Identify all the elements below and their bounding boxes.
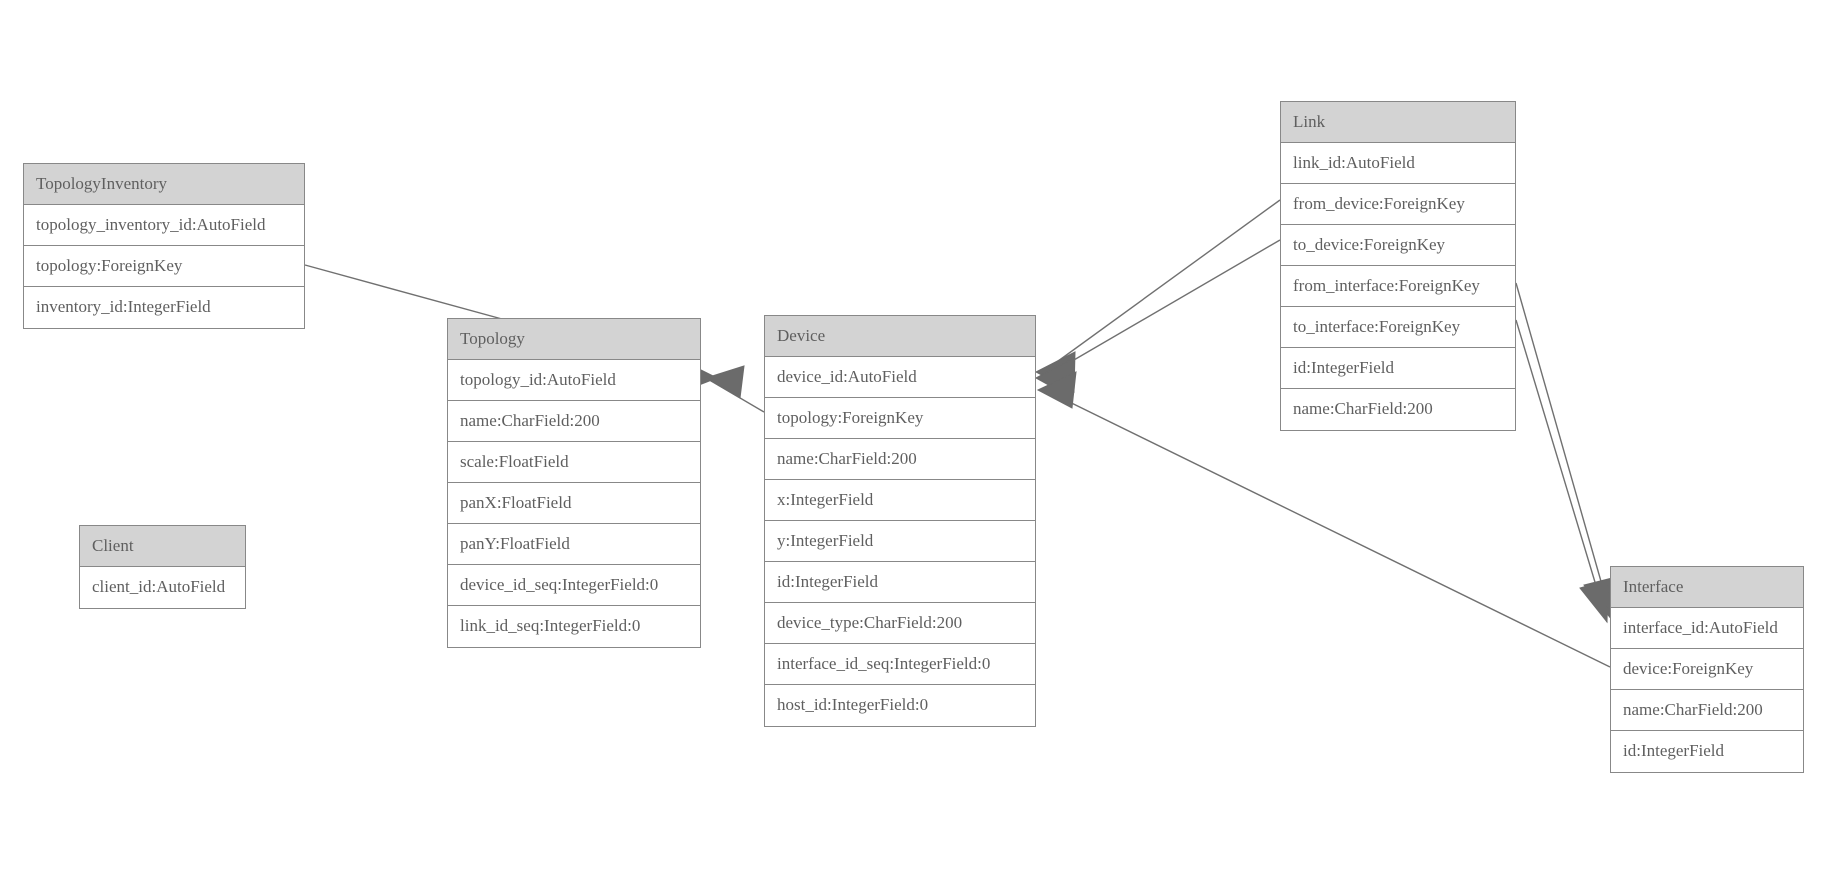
entity-field: client_id:AutoField: [80, 567, 245, 608]
entity-field: x:IntegerField: [765, 480, 1035, 521]
relation-link-to-device: [1034, 239, 1281, 399]
entity-field: interface_id:AutoField: [1611, 608, 1803, 649]
entity-title-client: Client: [80, 526, 245, 567]
entity-field: topology_inventory_id:AutoField: [24, 205, 304, 246]
entity-field: host_id:IntegerField:0: [765, 685, 1035, 726]
relation-link-from-device: [1034, 199, 1281, 393]
entity-field: id:IntegerField: [1281, 348, 1515, 389]
entity-field: id:IntegerField: [765, 562, 1035, 603]
entity-field: topology:ForeignKey: [765, 398, 1035, 439]
entity-title-interface: Interface: [1611, 567, 1803, 608]
entity-field: link_id_seq:IntegerField:0: [448, 606, 700, 647]
entity-field: panX:FloatField: [448, 483, 700, 524]
entity-field: to_interface:ForeignKey: [1281, 307, 1515, 348]
entity-field: panY:FloatField: [448, 524, 700, 565]
entity-field: interface_id_seq:IntegerField:0: [765, 644, 1035, 685]
entity-field: device_id_seq:IntegerField:0: [448, 565, 700, 606]
entity-title-link: Link: [1281, 102, 1515, 143]
entity-title-topology_inventory: TopologyInventory: [24, 164, 304, 205]
relation-line: [1515, 282, 1613, 621]
relation-line: [705, 377, 765, 413]
relation-device-topology: [704, 365, 765, 413]
relation-line: [1042, 199, 1281, 373]
relation-link-from-interface: [1515, 282, 1613, 622]
entity-field: name:CharField:200: [1611, 690, 1803, 731]
relation-arrowhead: [1583, 577, 1613, 622]
entity-title-topology: Topology: [448, 319, 700, 360]
entity-field: id:IntegerField: [1611, 731, 1803, 772]
entity-field: link_id:AutoField: [1281, 143, 1515, 184]
relation-arrowhead: [1036, 371, 1077, 409]
entity-field: name:CharField:200: [1281, 389, 1515, 430]
entity-field: device_id:AutoField: [765, 357, 1035, 398]
entity-field: name:CharField:200: [765, 439, 1035, 480]
relation-arrowhead: [1034, 357, 1075, 399]
entity-field: y:IntegerField: [765, 521, 1035, 562]
entity-field: device:ForeignKey: [1611, 649, 1803, 690]
entity-field: name:CharField:200: [448, 401, 700, 442]
entity-field: inventory_id:IntegerField: [24, 287, 304, 328]
entity-field: scale:FloatField: [448, 442, 700, 483]
entity-field: from_interface:ForeignKey: [1281, 266, 1515, 307]
relation-arrowhead: [1034, 351, 1076, 393]
entity-field: topology_id:AutoField: [448, 360, 700, 401]
relation-arrowhead: [704, 365, 745, 399]
relation-line: [1044, 389, 1611, 668]
entity-field: to_device:ForeignKey: [1281, 225, 1515, 266]
relation-link-to-interface: [1515, 319, 1609, 624]
relation-line: [1515, 319, 1608, 623]
entity-field: from_device:ForeignKey: [1281, 184, 1515, 225]
relation-arrowhead: [1579, 579, 1609, 624]
entity-field: device_type:CharField:200: [765, 603, 1035, 644]
entity-title-device: Device: [765, 316, 1035, 357]
entity-field: topology:ForeignKey: [24, 246, 304, 287]
relation-line: [1042, 239, 1281, 379]
